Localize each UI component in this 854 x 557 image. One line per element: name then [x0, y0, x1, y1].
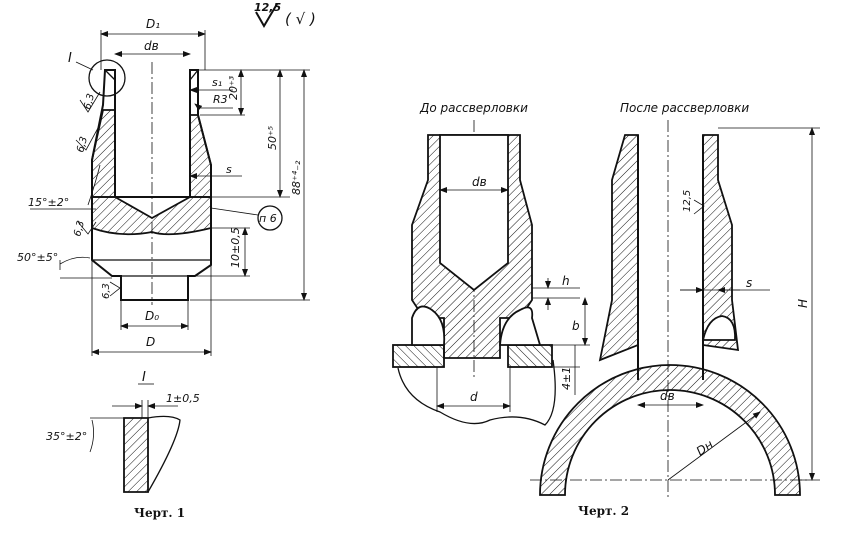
- fig1-rough-base: 6,3: [101, 283, 112, 299]
- fig1-label-D: D: [146, 335, 155, 349]
- fig1-detail-marker: I: [68, 51, 72, 66]
- fig2-before-dv: dв: [472, 175, 487, 189]
- fig1-label-dv: dв: [144, 39, 159, 53]
- fig1-label-R3: R3: [213, 93, 228, 106]
- fig2-before-d: d: [470, 390, 478, 404]
- fig2-after-pipe: [539, 364, 801, 496]
- fig2-after-r125: 12,5: [682, 190, 693, 212]
- fig2-before-h: h: [562, 274, 570, 288]
- fig2-before-b: b: [572, 319, 580, 333]
- fig1-rough-low: 6,3: [72, 220, 87, 238]
- fig1-rough-mid: 6,3: [75, 136, 90, 154]
- fig2-before-plate-right: [507, 344, 553, 368]
- fig2-before-dim-4: 4±1: [560, 367, 573, 390]
- figure-1: I D₁ dв s₁ R3 20⁺³ 50⁺⁵ 88⁺⁴₋₂ 10±0,5 s: [17, 17, 310, 356]
- fig1-left-wall: [91, 109, 116, 198]
- fig1-rough-top: 6,3: [82, 93, 97, 111]
- fig1-angle-15: 15°±2°: [28, 196, 69, 209]
- fig1-angle-50: 50°±5°: [17, 251, 58, 264]
- detail-I: I 1±0,5 35°±2° Черт. 1: [46, 370, 200, 520]
- fig1-dim-88: 88⁺⁴₋₂: [290, 160, 303, 195]
- figure-2-before: До рассверловки dв h b 4±1 d: [392, 101, 590, 426]
- fig2-before-plate-left: [392, 344, 445, 368]
- fig2-after-label: После рассверловки: [620, 101, 749, 115]
- fig2-after-dv: dв: [660, 389, 675, 403]
- roughness-other: ( √ ): [285, 10, 316, 28]
- fig1-dim-20: 20⁺³: [227, 75, 240, 100]
- fig2-after-left-wall: [598, 134, 639, 362]
- fig1-label-s1: s₁: [212, 76, 222, 89]
- detail-I-angle: 35°±2°: [46, 430, 87, 443]
- fig2-after-Dn: Dн: [694, 437, 716, 458]
- figure-2-after: После рассверловки 12,5 s H dв Dн Черт. …: [530, 101, 820, 518]
- fig1-dim-10: 10±0,5: [229, 227, 242, 268]
- fig1-dim-50: 50⁺⁵: [266, 126, 279, 150]
- fig1-label-pn6: п 6: [259, 212, 277, 225]
- fig2-after-H: H: [796, 299, 810, 308]
- fig2-before-label: До рассверловки: [419, 101, 528, 115]
- fig1-label-D0: D₀: [145, 309, 159, 323]
- fig2-after-right-wall: [702, 134, 740, 352]
- roughness-value: 12,5: [254, 1, 281, 14]
- check-mark-icon: [255, 3, 278, 28]
- fig2-after-s: s: [746, 276, 752, 290]
- fig1-caption: Черт. 1: [134, 506, 185, 520]
- detail-I-section: [123, 417, 149, 493]
- fig1-label-D1: D₁: [146, 17, 160, 31]
- fig1-drill-point: [91, 196, 212, 236]
- fig2-caption: Черт. 2: [578, 504, 629, 518]
- fig1-label-s: s: [226, 163, 232, 176]
- fig1-right-wall: [189, 114, 212, 198]
- fig2-before-plate: [397, 359, 556, 426]
- detail-I-dim: 1±0,5: [166, 392, 200, 405]
- detail-I-title: I: [142, 370, 146, 385]
- roughness-symbol: 12,5 ( √ ): [254, 1, 316, 28]
